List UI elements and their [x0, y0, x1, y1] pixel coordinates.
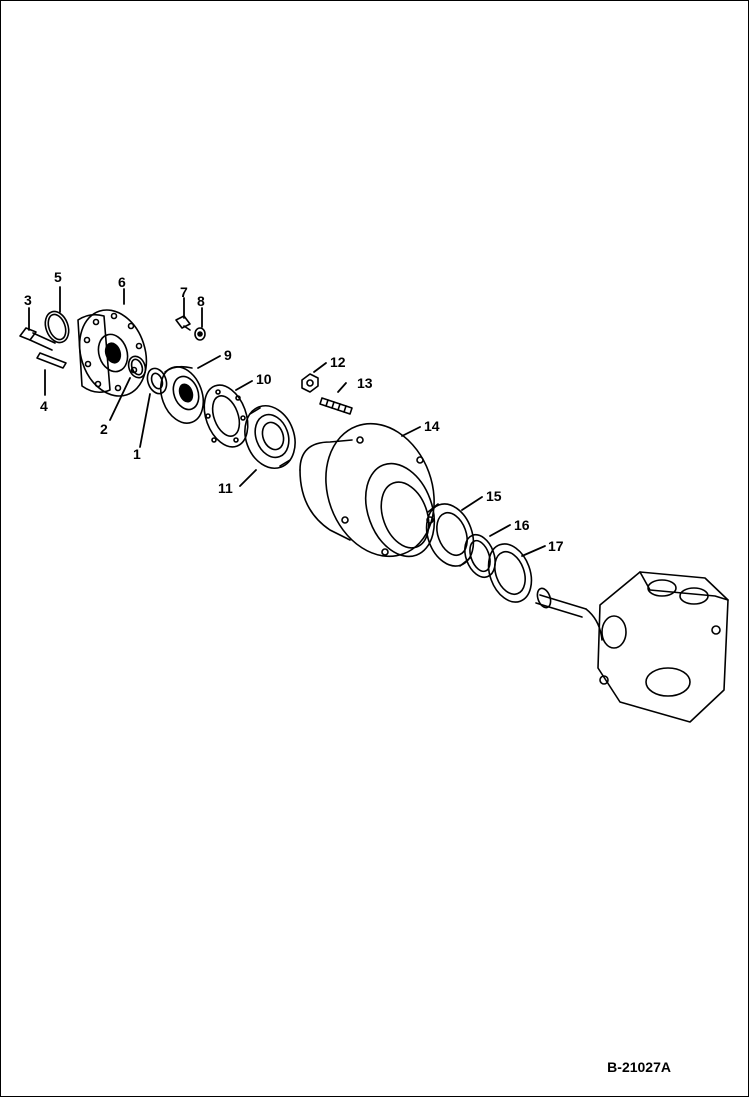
- leader-10: [235, 380, 253, 391]
- leader-2: [109, 377, 131, 421]
- leader-14: [401, 426, 421, 437]
- leader-9: [197, 355, 221, 369]
- callout-17: 17: [548, 538, 564, 554]
- callout-14: 14: [424, 418, 440, 434]
- part-lug-nut: [301, 373, 319, 393]
- part-hub-flange: [77, 309, 148, 397]
- callout-9: 9: [224, 347, 232, 363]
- leader-lines: [28, 286, 546, 557]
- part-bolt: [19, 327, 56, 351]
- part-grease-seal: [487, 543, 533, 603]
- callout-13: 13: [357, 375, 373, 391]
- callout-6: 6: [118, 274, 126, 290]
- part-spindle-housing: [535, 571, 729, 723]
- callout-5: 5: [54, 269, 62, 285]
- leader-1: [139, 393, 151, 448]
- callout-7: 7: [180, 284, 188, 300]
- leader-17: [521, 545, 546, 557]
- part-wheel-stud: [319, 397, 353, 415]
- part-dowel-pin: [36, 352, 67, 369]
- part-spacer-ring: [464, 533, 496, 579]
- part-outer-bearing: [244, 405, 296, 469]
- leader-11: [239, 469, 257, 487]
- part-hub: [299, 422, 436, 558]
- leader-15: [461, 496, 483, 511]
- part-screw: [175, 315, 191, 331]
- callout-labels: 1 2 3 4 5 6 7 8 9 10 11 12 13 14 15 16 1…: [24, 269, 564, 554]
- figure-id: B-21027A: [607, 1059, 671, 1075]
- callout-3: 3: [24, 292, 32, 308]
- callout-4: 4: [40, 398, 48, 414]
- leader-12: [313, 362, 327, 373]
- callout-15: 15: [486, 488, 502, 504]
- part-lock-washer: [194, 327, 206, 341]
- part-snap-ring: [127, 355, 147, 379]
- callout-10: 10: [256, 371, 272, 387]
- part-inner-bearing: [425, 503, 475, 567]
- part-retainer-plate: [159, 365, 205, 424]
- callout-2: 2: [100, 421, 108, 437]
- callout-11: 11: [218, 480, 233, 496]
- leader-13: [337, 382, 347, 393]
- part-o-ring: [44, 310, 70, 344]
- leader-16: [489, 524, 511, 537]
- callout-8: 8: [197, 293, 205, 309]
- callout-16: 16: [514, 517, 530, 533]
- callout-1: 1: [133, 446, 141, 462]
- part-seal-plate: [203, 384, 249, 448]
- callout-12: 12: [330, 354, 346, 370]
